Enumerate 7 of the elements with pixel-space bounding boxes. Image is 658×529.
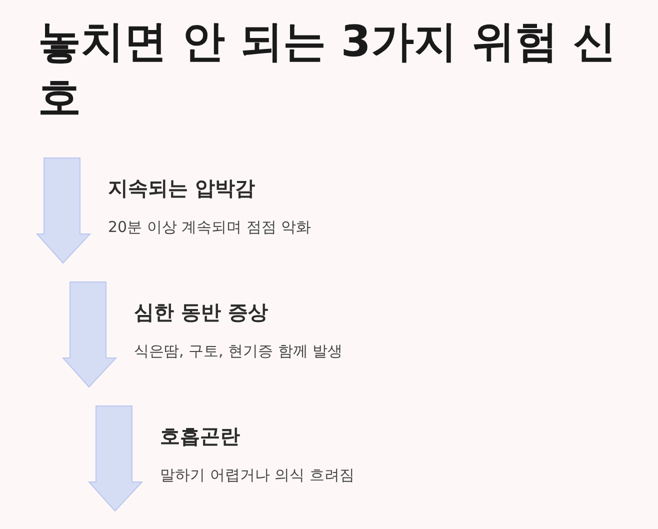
step-heading: 호흡곤란 bbox=[160, 423, 240, 450]
step-heading: 지속되는 압박감 bbox=[108, 175, 255, 202]
step-heading: 심한 동반 증상 bbox=[134, 299, 268, 326]
title: 놓치면 안 되는 3가지 위험 신호 bbox=[38, 16, 617, 125]
step-description: 식은땀, 구토, 현기증 함께 발생 bbox=[134, 342, 343, 361]
step-description: 20분 이상 계속되며 점점 악화 bbox=[108, 218, 312, 237]
step-description: 말하기 어렵거나 의식 흐려짐 bbox=[160, 466, 354, 485]
